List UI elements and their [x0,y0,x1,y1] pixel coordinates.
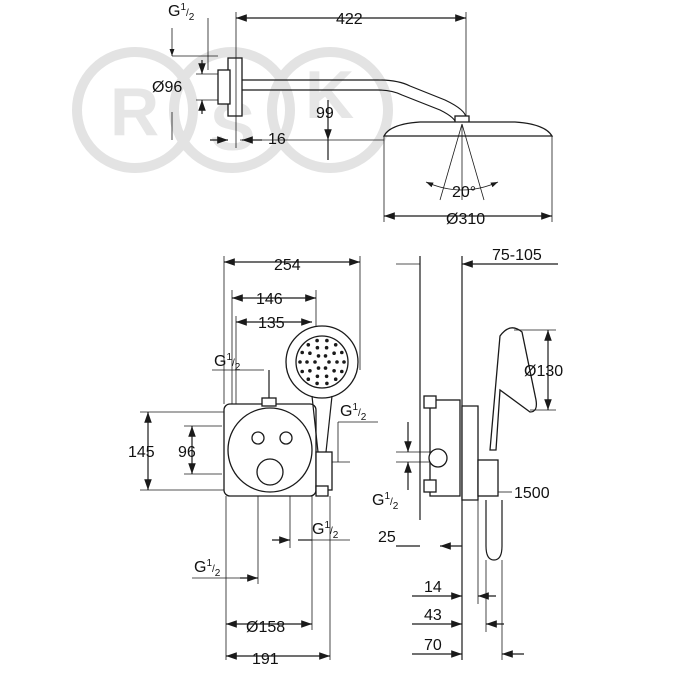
hand-shower-face [295,335,349,389]
nozzle-dot [306,377,311,382]
nozzle-dot [333,343,338,347]
side-hose-connector [477,459,499,497]
dim-96b-label: 96 [178,444,196,461]
nozzle-dot [305,360,309,364]
hand-shower-handle-left [311,395,319,453]
nozzle-dot [300,350,305,355]
top-outlet [261,397,277,407]
g-low-left-label: G1/2 [194,558,221,579]
side-outlet-fitting [315,485,329,497]
dim-99-label: 99 [316,105,334,122]
nozzle-dot [327,360,331,364]
watermark-ring-2 [169,47,295,173]
side-box-clip-bottom [423,479,437,493]
watermark-letter-1: R [110,74,159,150]
nozzle-dot [308,369,312,373]
nozzle-dot [342,360,346,364]
nozzle-dot [315,381,319,386]
dim-1500-label: 1500 [514,485,550,502]
side-box-clip-top [423,395,437,409]
nozzle-dot [306,343,311,347]
nozzle-dot [315,338,319,343]
dim-145-label: 145 [128,444,155,461]
dim-254-label: 254 [274,257,301,274]
nozzle-dot [308,351,312,356]
nozzle-dot [323,354,328,358]
hand-shower-nozzles [298,338,346,386]
dim-130-label: Ø130 [524,363,563,380]
dim-75-105-label: 75-105 [492,247,542,264]
side-plate [461,405,479,501]
angle-label: 20° [452,184,476,201]
dim-310-label: Ø310 [446,211,485,228]
dim-146-label: 146 [256,291,283,308]
nozzle-dot [298,360,302,364]
dim-96-label: Ø96 [152,79,182,96]
nozzle-dot [324,374,329,379]
nozzle-dot [324,345,329,350]
g-mid-left-label: G1/2 [214,352,241,373]
nozzle-dot [335,360,339,364]
side-valve [428,448,448,468]
g-low-center-label: G1/2 [312,520,339,541]
nozzle-dot [333,377,338,382]
dim-135-label: 135 [258,315,285,332]
shower-arm-bottom [242,89,457,125]
nozzle-dot [332,369,336,373]
watermark-ring-3 [267,47,393,173]
hose [485,500,503,561]
nozzle-dot [315,345,320,350]
angle-line-right [461,123,485,201]
angle-arc [425,181,499,191]
nozzle-dot [323,366,328,370]
dim-43-label: 43 [424,607,442,624]
watermark-letter-3: K [305,57,354,133]
nozzle-dot [316,354,321,358]
dim-16-label: 16 [268,131,286,148]
hand-shower-side [489,327,538,451]
mixer-side-view: 75-105 Ø130 G1/2 1500 25 14 43 70 [372,247,563,660]
head-shower-view: 20° 422 G1/2 Ø96 99 16 Ø310 [152,2,554,228]
dim-158-label: Ø158 [246,619,285,636]
nozzle-dot [332,351,336,356]
shower-head-body [382,121,554,137]
mixer-plate [227,407,313,493]
mixer-front-view: 254 146 135 G1/2 G1/2 145 96 [128,256,378,668]
control-knob[interactable] [256,458,284,486]
g-top-label: G1/2 [168,2,195,23]
side-g-label: G1/2 [372,491,399,512]
nozzle-dot [313,360,317,364]
nozzle-dot [325,381,329,386]
nozzle-dot [325,338,329,343]
nozzle-dot [300,369,305,374]
shower-arm-top [242,79,467,119]
nozzle-dot [315,374,320,379]
hand-shower-handle-right [325,395,333,453]
dim-191-label: 191 [252,651,279,668]
dim-14-label: 14 [424,579,442,596]
nozzle-dot [316,366,321,370]
watermark-ring-1 [72,47,198,173]
button-left[interactable] [251,431,265,445]
g-mid-right-label: G1/2 [340,402,367,423]
dim-422-label: 422 [336,11,363,28]
nozzle-dot [340,369,344,374]
angle-line-left [439,123,463,201]
button-right[interactable] [279,431,293,445]
wall-fitting [217,69,231,105]
watermark: R S K [72,47,393,173]
dim-25-label: 25 [378,529,396,546]
dim-70-label: 70 [424,637,442,654]
nozzle-dot [340,350,344,355]
side-outlet [315,451,333,491]
